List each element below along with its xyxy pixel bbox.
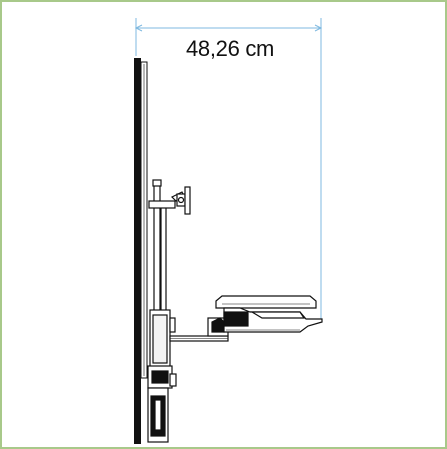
lower-carriage (147, 309, 177, 443)
keyboard-tray (215, 295, 323, 333)
dimension-arrow-left (134, 24, 143, 32)
dimension-lines (134, 18, 323, 320)
vertical-post (152, 179, 167, 314)
dimension-label: 48,26 cm (185, 36, 275, 61)
wall-panel (134, 58, 148, 444)
keyboard-arm (169, 317, 229, 342)
monitor-bracket (148, 186, 191, 215)
dimension-arrow-right (314, 24, 323, 32)
